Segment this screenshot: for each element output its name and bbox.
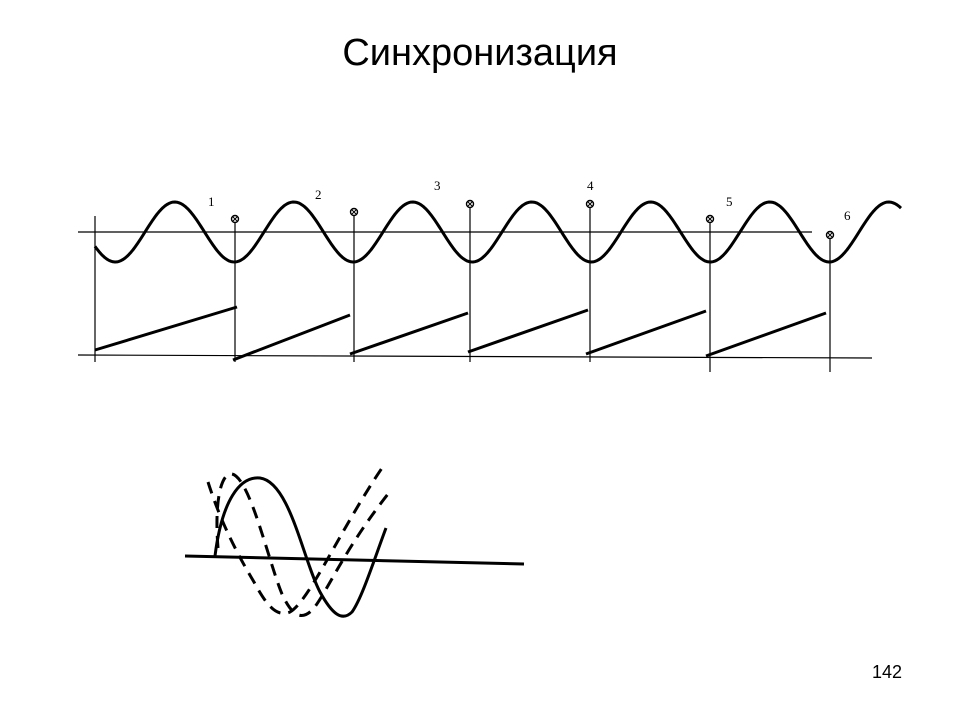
sync-points xyxy=(230,199,835,240)
sweep-ramp xyxy=(94,305,238,352)
phase-baseline xyxy=(184,554,525,566)
phase-shift-diagram xyxy=(184,467,525,618)
sync-point-cross xyxy=(467,201,473,207)
sync-point-cross xyxy=(587,201,593,207)
sync-lines xyxy=(94,204,831,372)
sync-point-cross xyxy=(827,232,833,238)
sync-point-cross xyxy=(707,216,713,222)
dashed-wave-1 xyxy=(215,472,390,618)
sync-point-cross xyxy=(232,216,238,222)
sweep-ramp xyxy=(232,313,351,362)
sync-marker-label-1: 1 xyxy=(208,194,215,209)
sweep-ramp xyxy=(349,311,469,356)
sweep-ramp xyxy=(467,308,589,354)
sweep-baseline xyxy=(77,354,873,359)
page-number: 142 xyxy=(871,662,902,682)
sync-marker-labels: 1 2 3 4 5 6 xyxy=(208,178,851,223)
sweep-timing-diagram: 1 2 3 4 5 6 xyxy=(77,178,903,372)
signal-wave xyxy=(93,200,903,264)
slide-title: Синхронизация xyxy=(342,32,618,74)
sync-point-cross xyxy=(351,209,357,215)
sync-marker-label-6: 6 xyxy=(844,208,851,223)
solid-wave xyxy=(213,476,388,618)
sweep-ramp xyxy=(585,309,707,356)
sync-marker-label-4: 4 xyxy=(587,178,594,193)
sync-marker-label-2: 2 xyxy=(315,187,322,202)
dashed-wave-2 xyxy=(206,467,384,615)
sync-marker-label-5: 5 xyxy=(726,194,733,209)
sync-marker-label-3: 3 xyxy=(434,178,441,193)
sweep-ramp xyxy=(705,311,827,358)
sweep-ramps xyxy=(94,305,827,362)
